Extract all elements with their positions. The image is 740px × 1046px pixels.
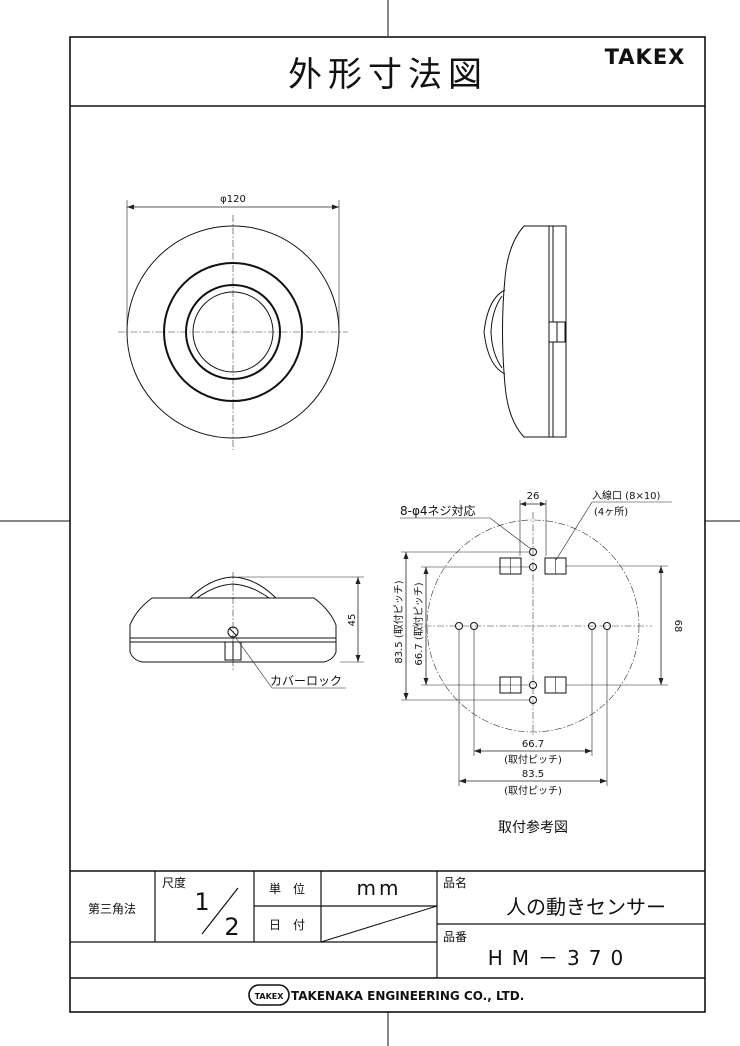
front-view-height-label: 45 [347, 614, 358, 627]
sheet-frame [69, 36, 706, 1013]
front-view-body [129, 597, 337, 663]
side-view [483, 225, 567, 438]
side-view-dome [483, 289, 506, 375]
mount-inlet-label: 入線口 (8×10) [592, 489, 661, 502]
mount-hole-leader [400, 517, 532, 550]
scale-numerator: 1 [194, 888, 209, 916]
mount-h-inner-note: (取付ピッチ) [504, 753, 562, 766]
company-name: TAKENAKA ENGINEERING CO., LTD. [291, 989, 524, 1003]
projection-label: 第三角法 [88, 902, 136, 916]
mount-caption: 取付参考図 [498, 819, 568, 836]
mount-h-inner-value: 66.7 [522, 739, 544, 750]
product-name-label: 品名 [443, 875, 467, 890]
scale-denominator: 2 [224, 913, 239, 941]
cover-lock-label: カバーロック [270, 674, 342, 688]
mount-top-dim: 26 [527, 491, 540, 502]
footer-badge: TAKEX [248, 984, 290, 1006]
scale-slash [201, 887, 239, 935]
mount-h-outer-note: (取付ピッチ) [504, 784, 562, 797]
scale-label: 尺度 [162, 875, 186, 890]
product-name: 人の動きセンサー [506, 895, 666, 919]
mount-v-outer-label: 83.5 (取付ピッチ) [392, 580, 405, 663]
sheet-title: 外形寸法図 [288, 55, 488, 95]
mount-view: 26 8-φ4ネジ対応 入線口 (8×10) (4ヶ所) 68 83.5 (取付… [392, 489, 683, 836]
mount-h-outer-value: 83.5 [522, 769, 544, 780]
mount-right-dim: 68 [672, 620, 683, 633]
unit-label: 単 位 [269, 881, 305, 896]
date-slash [320, 905, 438, 943]
svg-text:TAKEX: TAKEX [255, 992, 285, 1001]
mount-hole-label: 8-φ4ネジ対応 [400, 504, 476, 518]
top-view-dia-label: φ120 [220, 194, 246, 205]
front-view-dome [189, 576, 277, 599]
side-view-body [502, 225, 567, 438]
unit-value: mm [357, 876, 402, 900]
model-label: 品番 [443, 930, 467, 944]
brand-logo: TAKEX [605, 45, 686, 69]
top-view: φ120 [118, 194, 348, 450]
model-number: HM－370 [488, 946, 632, 970]
mount-v-inner-label: 66.7 (取付ピッチ) [412, 582, 425, 665]
front-view: 45 カバーロック [129, 572, 364, 689]
date-label: 日 付 [269, 918, 305, 932]
mount-inlet-count: (4ヶ所) [594, 506, 628, 518]
cover-lock-leader [235, 637, 346, 689]
front-view-lock-screw [227, 626, 239, 638]
title-block [70, 870, 705, 979]
